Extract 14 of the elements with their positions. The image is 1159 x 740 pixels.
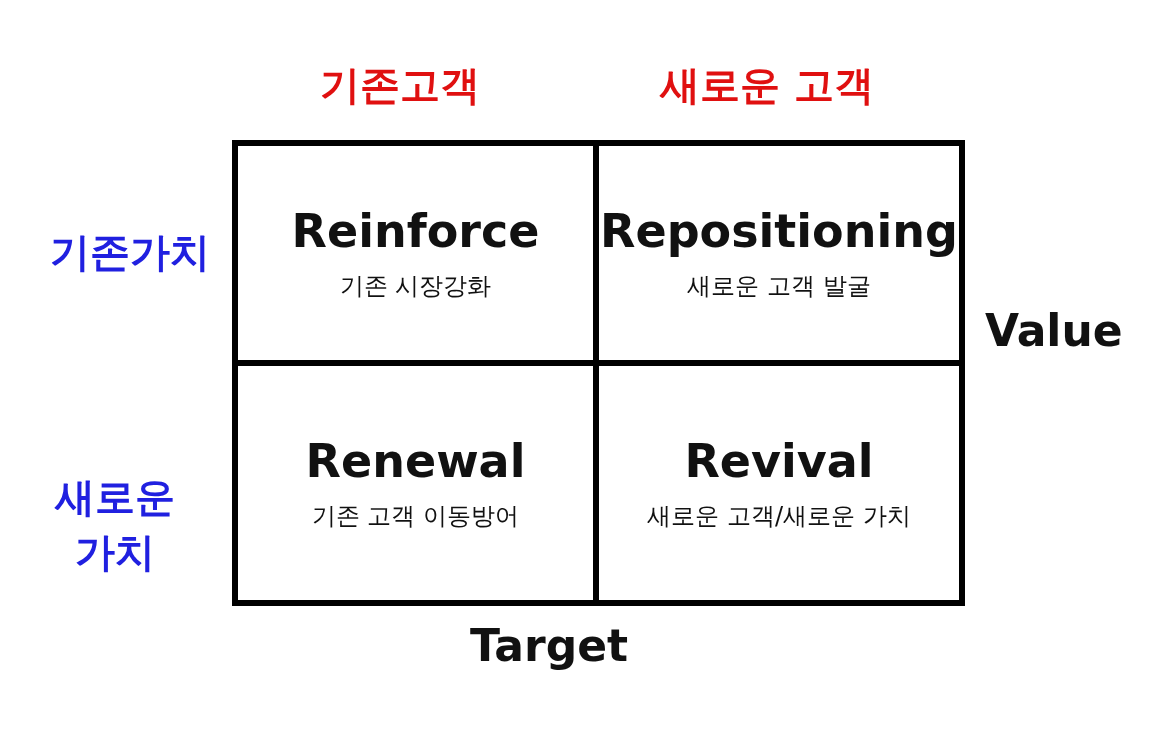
row-header: 기존가치 [50, 228, 210, 277]
column-header: 기존고객 [320, 61, 480, 110]
axis-label: Target [470, 620, 629, 671]
column-header: 새로운 고객 [660, 61, 874, 110]
quadrant-title: Repositioning [600, 204, 958, 258]
quadrant-description: 기존 고객 이동방어 [311, 501, 520, 532]
row-header: 새로운 가치 [55, 473, 175, 577]
quadrant-description: 기존 시장강화 [339, 271, 492, 302]
quadrant-title: Reinforce [291, 204, 540, 258]
quadrant-title: Revival [684, 434, 874, 488]
quadrant-description: 새로운 고객 발굴 [687, 271, 871, 302]
quadrant-description: 새로운 고객/새로운 가치 [647, 501, 911, 532]
quadrant-title: Renewal [305, 434, 526, 488]
axis-label: Value [985, 305, 1123, 356]
